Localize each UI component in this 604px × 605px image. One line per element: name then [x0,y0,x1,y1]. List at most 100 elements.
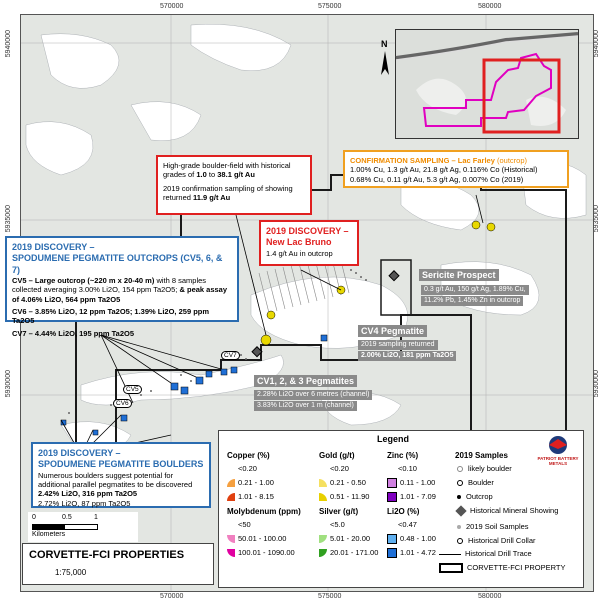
legend-silver-1: <5.0 [330,520,345,529]
legend-other-5: CORVETTE-FCI PROPERTY [439,563,566,574]
legend-copper-3: 1.01 - 8.15 [227,492,274,502]
coord-right-5940000: 5940000 [593,30,600,58]
gold-sample [486,222,496,232]
north-arrow-icon: N [378,37,392,77]
coord-top-570000: 570000 [160,3,184,10]
legend-silver-2: 5.01 - 20.00 [319,534,370,544]
coord-top-580000: 580000 [478,3,502,10]
coord-bottom-575000: 575000 [318,593,342,600]
inset-extent [482,58,561,134]
soil-samples [68,269,367,414]
legend-li2o-3: 1.01 - 4.72 [387,548,436,559]
legend-samples-2: Boulder [455,478,494,487]
legend: Legend Copper (%) <0.20 0.21 - 1.00 1.01… [218,430,584,588]
outcrops-cv5a: CV5 – Large outcrop (~220 m x 20-40 m) [12,275,155,285]
label-sericite-prospect: Sericite Prospect [419,269,499,281]
boulder-field-confirm-grade: 11.9 g/t Au [193,193,231,203]
lake-c1 [130,101,202,141]
svg-text:N: N [381,39,388,49]
callout-outcrops: 2019 DISCOVERY – SPODUMENE PEGMATITE OUT… [5,236,239,338]
legend-other-3: Historical Drill Collar [455,536,536,545]
scale-tick-0: 0 [32,514,36,521]
cv4-sub-2: 2.00% Li2O, 181 ppm Ta2O5 [358,351,457,362]
scale-bar: 0 0.5 1 Kilometers [28,512,138,542]
li2o-sample [120,414,128,422]
lake-nw [40,33,120,89]
label-cv7: CV7 [221,351,240,360]
label-cv6: CV6 [113,399,132,408]
legend-copper-2: 0.21 - 1.00 [227,478,274,488]
historical-showing [251,346,263,358]
sericite-sub-2: 11.2% Pb, 1.45% Zn in outcrop [421,296,524,307]
legend-zinc-3: 1.01 - 7.09 [387,492,436,503]
label-cv5: CV5 [123,385,142,394]
patriot-logo-text: PATRIOT BATTERY METALS [537,456,579,466]
legend-zinc-header: Zinc (%) [387,451,419,460]
title-box: CORVETTE-FCI PROPERTIES 1:75,000 [22,543,214,585]
outcrops-cv5b: with 8 samples collected averaging 3.00%… [12,275,207,295]
lac-bruno-title1: 2019 DISCOVERY – [266,226,349,236]
legend-zinc-2: 0.11 - 1.00 [387,478,435,489]
boulder-field-line1: High-grade boulder-field with historical… [163,161,291,180]
li2o-sample [195,376,204,385]
callout-lac-bruno: 2019 DISCOVERY – New Lac Bruno 1.4 g/t A… [259,220,359,266]
legend-samples-1: likely boulder [455,464,512,473]
scale-tick-0-5: 0.5 [62,514,72,521]
leader-lines [60,194,484,456]
outcrops-title2: SPODUMENE PEGMATITE OUTCROPS (CV5, 6, & … [12,253,223,275]
legend-zinc-1: <0.10 [398,464,417,473]
legend-copper-header: Copper (%) [227,451,270,460]
boulder-field-grade-low: 1.0 [196,170,207,180]
boulders-title2: SPODUMENE PEGMATITE BOULDERS [38,459,204,470]
coord-right-5930000: 5930000 [593,370,600,398]
outcrops-title1: 2019 DISCOVERY – [12,242,95,252]
outcrops-cv7: CV7 – 4.44% Li2O, 195 ppm Ta2O5 [12,328,134,338]
historical-showings [251,270,400,358]
cv4-sub-1: 2019 sampling returned [358,340,438,351]
legend-moly-1: <50 [238,520,251,529]
legend-samples-header: 2019 Samples [455,451,508,460]
gold-sample [471,220,481,230]
boulders-line2: 2.42% Li2O, 316 ppm Ta2O5 [38,489,138,499]
li2o-sample [180,386,189,395]
li2o-sample [205,370,213,378]
outcrops-cv5c: & peak assay of 4.06% Li2O, 564 ppm Ta2O… [12,285,228,304]
li2o-sample [230,366,238,374]
legend-copper-1: <0.20 [238,464,257,473]
legend-other-2: 2019 Soil Samples [455,522,529,531]
map-area: N High-grade boulder-field with historic… [5,14,594,592]
patriot-logo: PATRIOT BATTERY METALS [537,435,579,469]
boulder-field-line2: 2019 confirmation sampling of showing re… [163,183,293,203]
coord-right-5935000: 5935000 [593,205,600,233]
coord-bottom-580000: 580000 [478,593,502,600]
gold-sample [266,310,276,320]
boulders-line3: 2.72% Li2O, 87 ppm Ta2O5 [38,498,131,508]
legend-title: Legend [377,434,410,444]
legend-other-4: Historical Drill Trace [439,549,532,558]
property-boundary-sericite [380,259,412,316]
legend-li2o-2: 0.48 - 1.00 [387,534,436,545]
historical-showing [388,270,400,282]
legend-silver-header: Silver (g/t) [319,507,359,516]
label-cv123-pegmatites: CV1, 2, & 3 Pegmatites [254,375,358,387]
lac-farley-line2: 0.68% Cu, 0.11 g/t Au, 5.3 g/t Ag, 0.007… [350,174,524,184]
coord-left-5940000: 5940000 [5,30,12,58]
legend-gold-header: Gold (g/t) [319,451,355,460]
inset-map-graphic [395,32,579,134]
coord-top-575000: 575000 [318,3,342,10]
li2o-samples [60,334,328,436]
patriot-eagle-icon [549,436,567,454]
boulder-field-to: to [208,170,216,180]
gold-samples [260,220,496,346]
sericite-sub-1: 0.3 g/t Au, 150 g/t Ag, 1.89% Cu, [421,285,529,296]
lake-w [25,121,94,176]
lac-farley-line1: 1.00% Cu, 1.3 g/t Au, 21.8 g/t Ag, 0.116… [350,165,538,175]
scale-unit: Kilometers [32,531,66,538]
lac-farley-title-suffix: (outcrop) [496,156,527,165]
lac-farley-title: CONFIRMATION SAMPLING – Lac Farley [350,156,495,165]
coord-left-5930000: 5930000 [5,370,12,398]
callout-boulder-field: High-grade boulder-field with historical… [156,155,312,215]
inset-map [395,29,579,139]
legend-moly-header: Molybdenum (ppm) [227,507,301,516]
